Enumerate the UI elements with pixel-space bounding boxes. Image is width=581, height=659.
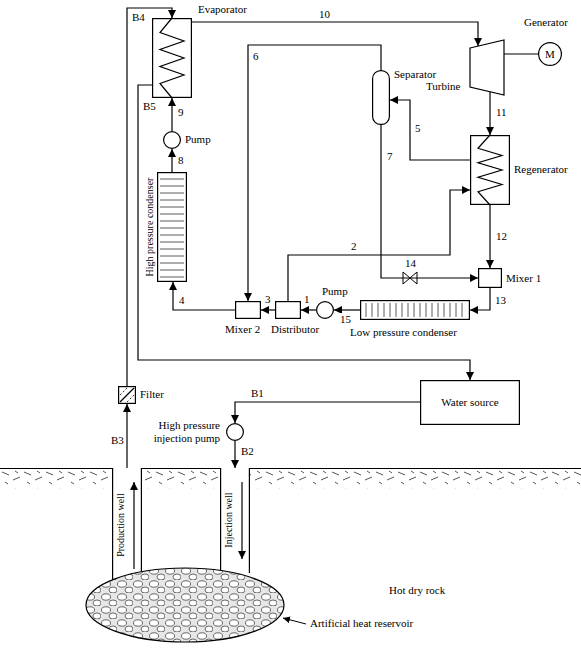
separator-outline: [372, 70, 390, 125]
component-label: Mixer 1: [506, 272, 541, 285]
component-label: Pump: [185, 133, 211, 146]
stream-number: 10: [318, 8, 331, 20]
flow-line: [489, 92, 490, 135]
component-label: High pressure condenser: [144, 174, 156, 280]
injection-pump-outline: [226, 423, 244, 441]
mixer-outline: [235, 301, 261, 319]
stream-number: 3: [264, 293, 272, 305]
flow-line: [489, 205, 490, 268]
generator: GeneratorM: [538, 42, 562, 66]
mixer: Mixer 1: [478, 268, 502, 288]
production-well: Production well: [112, 468, 142, 583]
component-label: Generator: [524, 16, 568, 29]
stream-number: B2: [240, 445, 255, 457]
component-label: Separator: [394, 68, 436, 81]
component-label: Evaporator: [198, 3, 247, 16]
stream-number: 5: [414, 122, 422, 134]
flow-line: [126, 404, 127, 468]
evaporator-outline: [152, 18, 192, 98]
leader-line: [283, 618, 306, 624]
component-label: Filter: [140, 388, 164, 401]
component-label: High pressure injection pump: [148, 419, 220, 445]
component-label: Artificial heat reservoir: [310, 617, 413, 630]
stream-number: 13: [494, 294, 507, 306]
component-label: Turbine: [426, 80, 460, 93]
flow-line: [288, 190, 470, 301]
injection-pump: High pressure injection pump: [226, 423, 244, 441]
symbol-letter: M: [545, 48, 555, 61]
ground-line: [0, 468, 581, 469]
stream-number: 1: [303, 293, 311, 305]
component-label: Water source: [441, 396, 498, 409]
turbine-outline: [470, 40, 504, 95]
component-label: Production well: [115, 475, 127, 575]
evaporator: Evaporator: [152, 18, 192, 98]
pump: Pump: [163, 131, 181, 149]
flow-line: [334, 309, 360, 310]
stream-number: 11: [495, 106, 508, 118]
stream-number: B4: [131, 11, 146, 23]
flow-line: [470, 288, 490, 310]
flow-line: [171, 98, 172, 131]
component-label: Pump: [322, 285, 348, 298]
flow-line: [235, 402, 420, 423]
component-label: Regenerator: [514, 163, 568, 176]
filter-outline: [118, 386, 136, 404]
stream-number: B1: [250, 387, 265, 399]
separator: Separator: [372, 70, 390, 125]
heat-reservoir-outline: [85, 567, 285, 643]
stream-number: B3: [110, 434, 125, 446]
stream-number: 15: [339, 313, 352, 325]
stream-number: 12: [495, 230, 508, 242]
component-label: Low pressure condenser: [350, 326, 457, 339]
pump-outline: [163, 131, 181, 149]
flow-line: [138, 85, 470, 380]
flow-line: [504, 53, 538, 54]
turbine: Turbine: [470, 40, 504, 95]
flow-line: [390, 100, 470, 160]
regenerator: Regenerator: [470, 135, 510, 205]
distributor-outline: [275, 301, 301, 319]
component-label: Distributor: [271, 323, 319, 336]
stream-number: B5: [142, 100, 157, 112]
mixer: Mixer 2: [235, 301, 261, 319]
flow-line: [173, 282, 235, 310]
condenser-outline: [157, 172, 187, 282]
stream-number: 6: [252, 50, 260, 62]
heat-reservoir: Artificial heat reservoir: [85, 567, 285, 643]
pump-outline: [316, 301, 334, 319]
flow-line: [234, 441, 235, 468]
region-label: Hot dry rock: [388, 584, 446, 596]
stream-number: 9: [177, 106, 185, 118]
callout-number: 14: [404, 257, 417, 269]
distributor: Distributor: [275, 301, 301, 319]
condenser-outline: [360, 300, 470, 320]
regenerator-outline: [470, 135, 510, 205]
stream-number: 2: [350, 240, 358, 252]
injection-well: Injection well: [220, 468, 250, 573]
water-source: Water source: [420, 380, 520, 425]
mixer-outline: [478, 268, 502, 288]
flow-line: [261, 309, 275, 310]
flow-line: [171, 149, 172, 172]
flow-line: [301, 309, 316, 310]
filter: Filter: [118, 386, 136, 404]
component-label: Injection well: [223, 472, 235, 568]
condenser: High pressure condenser: [157, 172, 187, 282]
stream-number: 8: [177, 154, 185, 166]
flow-line: [248, 45, 381, 301]
pump: Pump: [316, 301, 334, 319]
stream-number: 7: [386, 150, 394, 162]
component-label: Mixer 2: [225, 323, 260, 336]
stream-number: 4: [178, 294, 186, 306]
flow-line: [192, 22, 478, 46]
rock-texture: [0, 469, 581, 489]
condenser: Low pressure condenser: [360, 300, 470, 320]
